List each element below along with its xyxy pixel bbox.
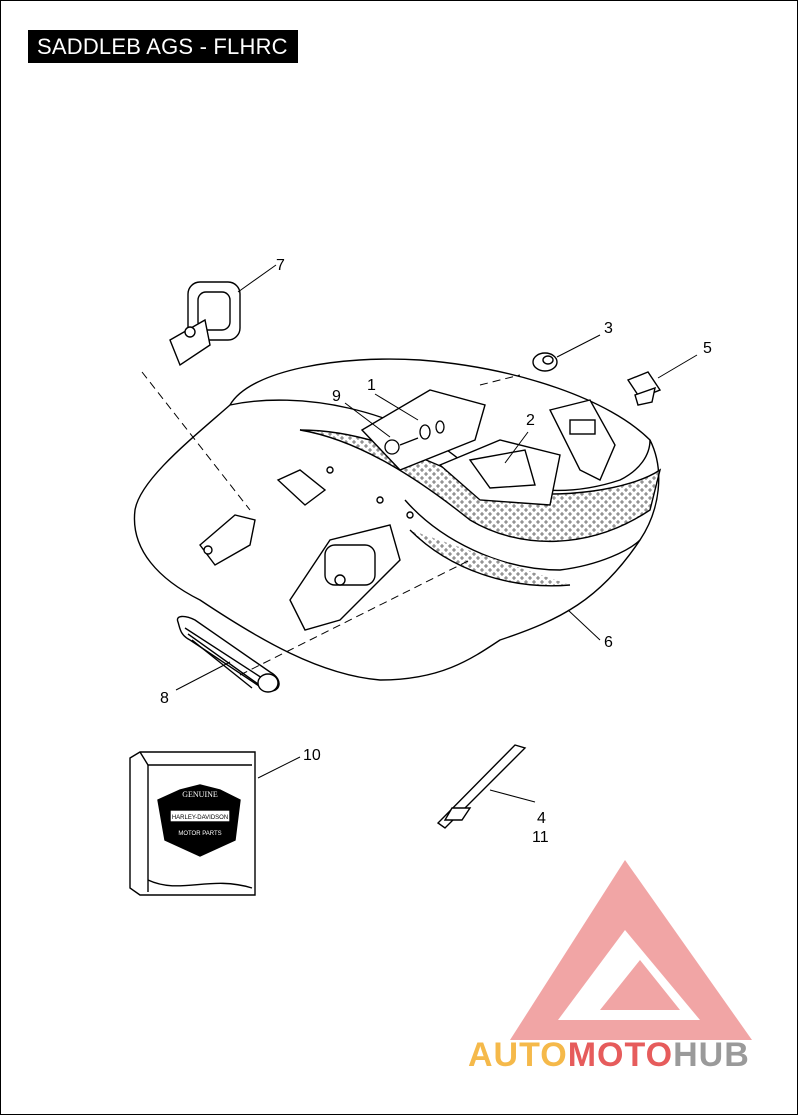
callout-8: 8 — [160, 690, 169, 707]
strap-end — [199, 514, 256, 566]
watermark-text: AUTOMOTOHUB — [468, 1036, 750, 1074]
logo-genuine-text: GENUINE — [182, 790, 218, 799]
trim-part-8 — [176, 615, 280, 693]
callout-labels: 1 2 3 4 5 6 7 8 9 10 11 — [160, 257, 712, 846]
strip-part-4 — [436, 744, 527, 829]
callout-11: 11 — [532, 829, 549, 846]
callout-9: 9 — [332, 388, 341, 405]
screw-part-9 — [384, 420, 445, 455]
saddlebag-body — [133, 358, 662, 681]
watermark-part2: MOTO — [567, 1036, 674, 1074]
callout-6: 6 — [604, 634, 613, 651]
watermark-part3: HUB — [673, 1036, 750, 1074]
callout-7: 7 — [276, 257, 285, 274]
watermark-part1: AUTO — [468, 1036, 568, 1074]
logo-brand-text: HARLEY-DAVIDSON — [172, 815, 228, 821]
buckle-part-7 — [169, 281, 241, 367]
callout-10: 10 — [303, 747, 321, 764]
page-title: SADDLEB AGS - FLHRC — [28, 30, 298, 63]
leader-lines — [141, 264, 698, 803]
parts-box-part-10: GENUINE HARLEY-DAVIDSON MOTOR PARTS — [129, 751, 256, 896]
callout-4: 4 — [537, 810, 546, 827]
callout-2: 2 — [526, 412, 535, 429]
clip-part-5 — [626, 371, 662, 406]
logo-motor-parts-text: MOTOR PARTS — [178, 831, 221, 837]
grommet-part-3 — [532, 352, 558, 372]
callout-3: 3 — [604, 320, 613, 337]
callout-5: 5 — [703, 340, 712, 357]
watermark-triangle-icon — [510, 860, 752, 1040]
callout-1: 1 — [367, 377, 376, 394]
